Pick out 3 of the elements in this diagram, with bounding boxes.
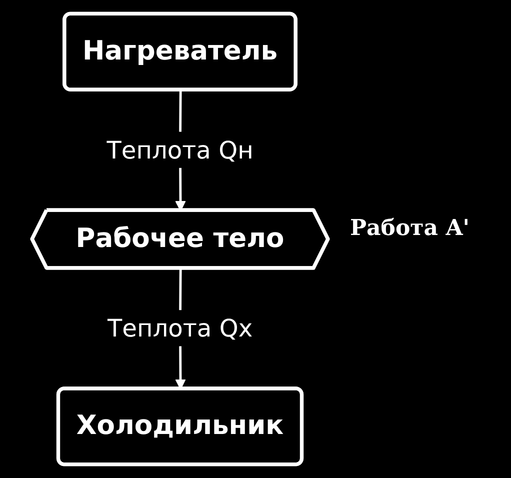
output-label: Работа A' [350,215,470,241]
edge-label: Теплота Qн [106,132,254,168]
edge-label: Теплота Qх [107,310,253,346]
